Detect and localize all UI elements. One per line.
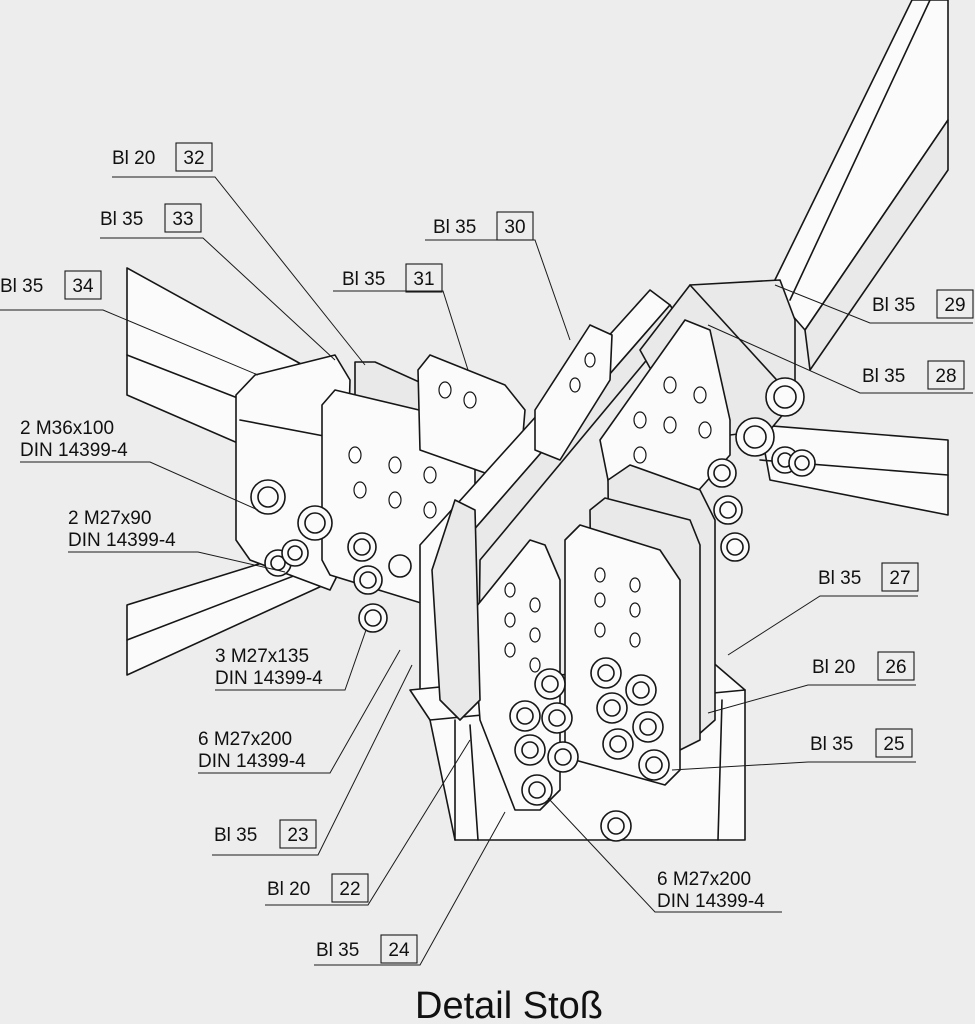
svg-text:30: 30 — [504, 217, 525, 238]
bolt-head-icon — [281, 539, 309, 567]
plate-30 — [534, 324, 613, 461]
svg-text:DIN 14399-4: DIN 14399-4 — [215, 668, 323, 689]
bolt-head-icon — [713, 495, 743, 525]
callout-29: Bl 35 29 — [872, 289, 974, 319]
svg-text:29: 29 — [944, 295, 965, 316]
callout-33: Bl 35 33 — [100, 203, 202, 233]
svg-text:Bl 35: Bl 35 — [100, 209, 143, 230]
bolt-head-icon — [600, 810, 632, 842]
svg-text:25: 25 — [883, 734, 904, 755]
svg-text:Bl 35: Bl 35 — [433, 217, 476, 238]
callout-24: Bl 35 24 — [316, 934, 418, 964]
bolt-head-icon — [250, 479, 286, 515]
bolt-head-icon — [735, 417, 775, 457]
bolt-head-icon — [353, 565, 383, 595]
callout-22: Bl 20 22 — [267, 873, 369, 903]
svg-text:Bl 35: Bl 35 — [214, 825, 257, 846]
bolt-head-icon — [632, 711, 664, 743]
callout-23: Bl 35 23 — [214, 819, 317, 849]
svg-text:Bl 20: Bl 20 — [812, 657, 855, 678]
callout-30: Bl 35 30 — [433, 211, 534, 241]
svg-text:26: 26 — [885, 657, 906, 678]
bolt-head-icon — [720, 532, 750, 562]
callout-28: Bl 35 28 — [862, 360, 965, 390]
bolt-head-icon — [541, 702, 573, 734]
svg-text:31: 31 — [413, 269, 434, 290]
upper-right-diagonal-member — [769, 0, 949, 371]
callout-32: Bl 20 32 — [112, 142, 213, 172]
bolt-head-icon — [707, 458, 737, 488]
bolt-note-m27x135: 3 M27x135 DIN 14399-4 — [215, 646, 323, 689]
svg-text:2 M36x100: 2 M36x100 — [20, 418, 114, 439]
bolt-head-icon — [509, 700, 541, 732]
svg-text:Bl 35: Bl 35 — [0, 276, 43, 297]
callout-25: Bl 35 25 — [810, 728, 913, 758]
bolt-note-m27x90: 2 M27x90 DIN 14399-4 — [68, 508, 176, 551]
svg-text:23: 23 — [287, 825, 308, 846]
bolt-head-icon — [514, 734, 546, 766]
bolt-head-icon — [297, 505, 333, 541]
bolt-head-icon — [765, 377, 805, 417]
svg-text:22: 22 — [339, 879, 360, 900]
bolt-head-icon — [547, 741, 579, 773]
bolt-note-m27x200-left: 6 M27x200 DIN 14399-4 — [198, 729, 306, 772]
callout-34: Bl 35 34 — [0, 270, 102, 300]
svg-text:3 M27x135: 3 M27x135 — [215, 646, 309, 667]
svg-text:Bl 20: Bl 20 — [112, 148, 155, 169]
svg-text:28: 28 — [935, 366, 956, 387]
svg-text:24: 24 — [388, 940, 410, 961]
bolt-head-icon — [358, 603, 388, 633]
callout-31: Bl 35 31 — [342, 263, 443, 293]
bolt-head-icon — [590, 657, 622, 689]
bolt-head-icon — [534, 668, 566, 700]
callout-27: Bl 35 27 — [818, 562, 919, 592]
bolt-head-icon — [625, 674, 657, 706]
bolt-note-m27x200-right: 6 M27x200 DIN 14399-4 — [657, 869, 765, 912]
bolt-head-icon — [347, 532, 377, 562]
svg-text:Bl 35: Bl 35 — [316, 940, 359, 961]
bolt-head-icon — [596, 692, 628, 724]
bolt-head-icon — [638, 749, 670, 781]
svg-text:Bl 35: Bl 35 — [862, 366, 905, 387]
bolt-head-icon — [602, 728, 634, 760]
svg-text:DIN 14399-4: DIN 14399-4 — [657, 891, 765, 912]
svg-text:27: 27 — [889, 568, 910, 589]
plate-28 — [599, 319, 731, 501]
svg-text:34: 34 — [72, 276, 94, 297]
bolt-group — [250, 377, 816, 842]
svg-text:Bl 35: Bl 35 — [818, 568, 861, 589]
bolt-head-icon — [788, 449, 816, 477]
plate-23 — [431, 499, 481, 721]
bolt-head-icon — [388, 554, 412, 578]
svg-text:DIN 14399-4: DIN 14399-4 — [68, 530, 176, 551]
svg-text:DIN 14399-4: DIN 14399-4 — [20, 440, 128, 461]
callout-26: Bl 20 26 — [812, 651, 915, 681]
bolt-note-m36x100: 2 M36x100 DIN 14399-4 — [20, 418, 128, 461]
svg-text:DIN 14399-4: DIN 14399-4 — [198, 751, 306, 772]
svg-text:Bl 35: Bl 35 — [342, 269, 385, 290]
svg-text:33: 33 — [172, 209, 193, 230]
svg-text:6 M27x200: 6 M27x200 — [657, 869, 751, 890]
svg-text:32: 32 — [183, 148, 204, 169]
leader-lines — [0, 176, 973, 966]
svg-text:Bl 35: Bl 35 — [872, 295, 915, 316]
drawing-title: Detail Stoß — [415, 985, 603, 1024]
bolt-head-icon — [521, 774, 553, 806]
svg-text:Bl 20: Bl 20 — [267, 879, 310, 900]
svg-text:6 M27x200: 6 M27x200 — [198, 729, 292, 750]
svg-text:2 M27x90: 2 M27x90 — [68, 508, 151, 529]
svg-text:Bl 35: Bl 35 — [810, 734, 853, 755]
